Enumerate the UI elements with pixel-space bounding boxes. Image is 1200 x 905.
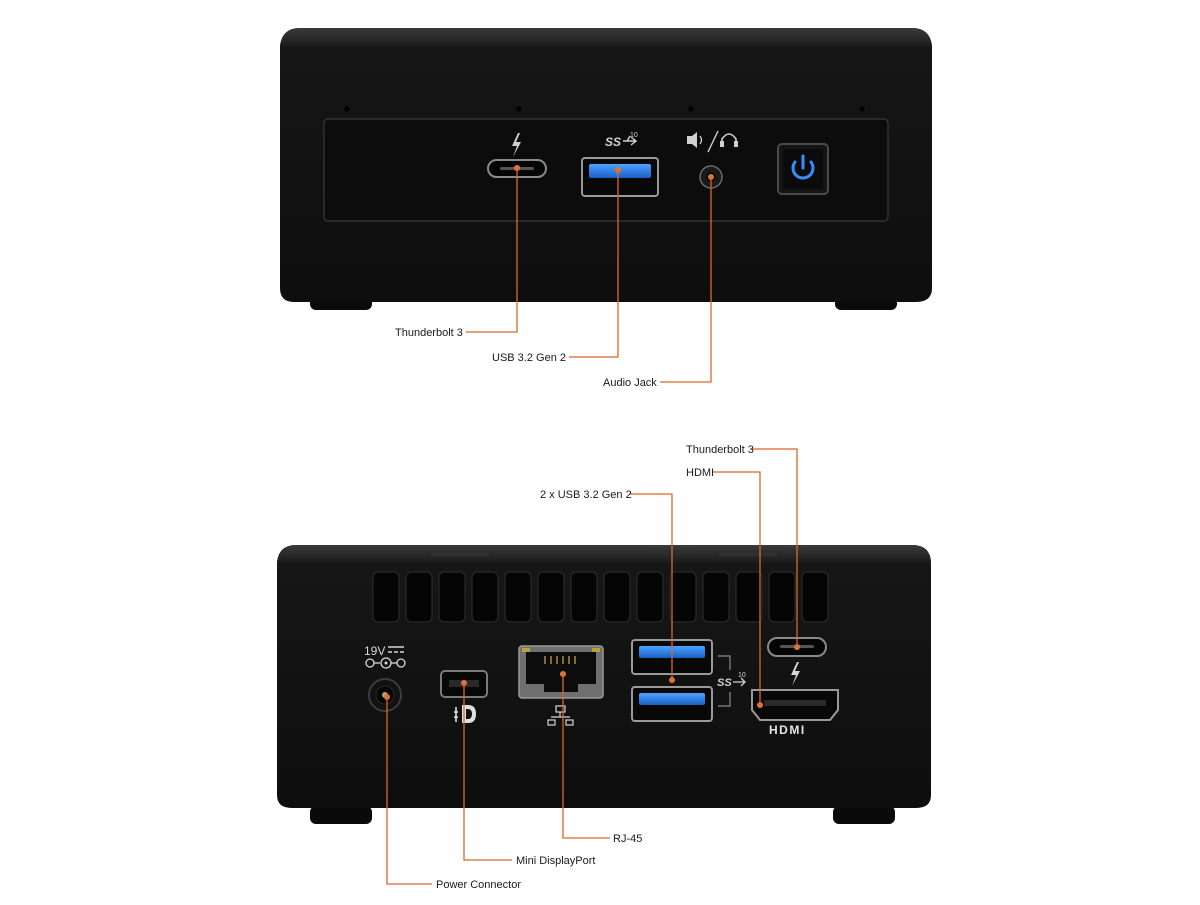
- power-rating: 19V: [364, 644, 385, 658]
- leader-usb-front: [569, 170, 619, 358]
- rear-usb-bottom-tongue: [639, 693, 705, 705]
- superspeed-usb-icon: SS 10: [605, 132, 638, 149]
- usb-bracket: [718, 655, 731, 707]
- leader-hdmi-rear: [712, 471, 761, 705]
- label-usb-rear: 2 x USB 3.2 Gen 2: [540, 489, 632, 501]
- svg-text:SS: SS: [605, 135, 621, 149]
- superspeed-usb-icon: SS 10: [717, 672, 746, 689]
- thunderbolt-icon: [791, 662, 800, 686]
- rear-foot-right: [833, 806, 895, 824]
- label-hdmi-rear: HDMI: [686, 467, 714, 479]
- rear-view: 19V: [277, 444, 931, 891]
- rear-top-notch: [718, 550, 778, 556]
- label-thunderbolt-front: Thunderbolt 3: [395, 327, 463, 339]
- displayport-icon: [454, 705, 476, 723]
- leader-thunderbolt-front: [466, 168, 518, 333]
- rj45-led-left: [522, 648, 530, 652]
- leader-audio-front: [660, 177, 712, 383]
- polarity-icon: [365, 657, 406, 669]
- label-audio-front: Audio Jack: [603, 377, 657, 389]
- leader-thunderbolt-rear: [752, 448, 798, 647]
- leader-minidp-rear: [463, 683, 512, 861]
- rear-top-edge: [277, 545, 931, 562]
- mic-hole: [859, 106, 865, 112]
- mic-hole: [344, 106, 350, 112]
- mic-hole: [516, 106, 522, 112]
- leader-power-rear: [386, 697, 432, 885]
- front-view: SS 10 Thunder: [280, 28, 932, 389]
- leader-usb-rear: [629, 493, 673, 680]
- label-power-rear: Power Connector: [436, 879, 521, 891]
- svg-text:SS: SS: [717, 677, 732, 689]
- power-icon: [791, 154, 815, 180]
- rear-top-notch: [430, 550, 490, 556]
- rear-foot-left: [310, 806, 372, 824]
- speaker-headset-icon: [687, 130, 738, 153]
- leader-rj45-rear: [562, 674, 610, 839]
- thunderbolt-icon: [512, 133, 521, 157]
- label-thunderbolt-rear: Thunderbolt 3: [686, 444, 754, 456]
- rear-usb-speed: 10: [738, 672, 746, 679]
- label-usb-front: USB 3.2 Gen 2: [492, 352, 566, 364]
- network-icon: [547, 705, 574, 726]
- front-usb-speed: 10: [630, 132, 638, 139]
- front-top-edge: [280, 28, 932, 46]
- rj45-led-right: [592, 648, 600, 652]
- dc-symbol-icon: [388, 646, 404, 653]
- rear-vents: [372, 571, 829, 623]
- hdmi-logo: HDMI: [769, 723, 806, 737]
- hdmi-tongue: [764, 700, 826, 706]
- label-minidp-rear: Mini DisplayPort: [516, 855, 595, 867]
- mic-hole: [688, 106, 694, 112]
- label-rj45-rear: RJ-45: [613, 833, 642, 845]
- rj45-contacts: [544, 656, 576, 664]
